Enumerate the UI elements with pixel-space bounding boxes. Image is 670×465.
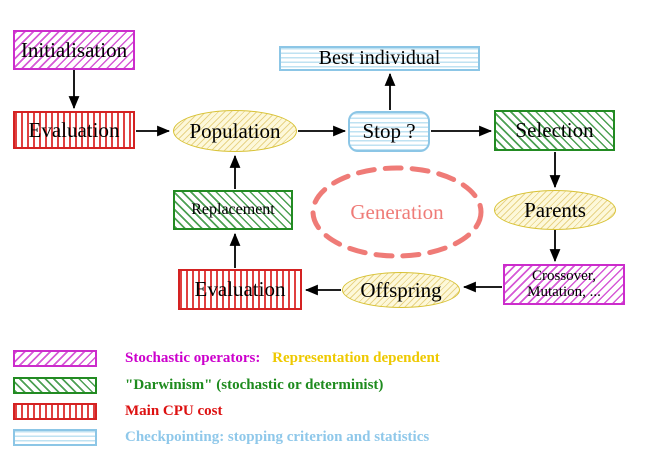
node-selection-label: Selection: [515, 118, 594, 143]
legend-swatch-red-stripes: [13, 403, 97, 420]
node-replacement: Replacement: [173, 190, 293, 230]
legend-item-darwinism: "Darwinism" (stochastic or determinist): [13, 377, 383, 394]
legend-cpu-text: Main CPU cost: [125, 403, 223, 419]
node-stop: Stop ?: [348, 111, 430, 152]
node-offspring-label: Offspring: [360, 277, 442, 302]
crossover-line2: Mutation, ...: [527, 283, 601, 300]
node-evaluation-bottom: Evaluation: [178, 269, 302, 310]
node-parents: Parents: [494, 190, 616, 230]
crossover-line1: Crossover,: [532, 267, 596, 284]
node-initialisation: Initialisation: [13, 30, 135, 70]
node-initialisation-label: Initialisation: [20, 37, 128, 62]
node-population: Population: [173, 110, 297, 152]
node-selection: Selection: [494, 110, 615, 151]
generation-text: Generation: [350, 199, 444, 224]
generation-cycle-label: Generation: [313, 168, 481, 256]
legend-swatch-green-hatch: [13, 377, 97, 394]
node-crossover-mutation: Crossover, Mutation, ...: [503, 264, 625, 305]
node-offspring: Offspring: [342, 272, 460, 308]
legend-checkpointing-text: Checkpointing: stopping criterion and st…: [125, 429, 430, 445]
node-parents-label: Parents: [524, 197, 586, 222]
legend-item-checkpointing: Checkpointing: stopping criterion and st…: [13, 429, 429, 446]
legend-stochastic-secondary: Representation dependent: [272, 350, 440, 366]
legend-swatch-cyan-lines: [13, 429, 97, 446]
node-crossover-mutation-label: Crossover, Mutation, ...: [527, 267, 601, 301]
node-population-label: Population: [189, 118, 281, 143]
legend-swatch-magenta-hatch: [13, 350, 97, 367]
legend-item-stochastic-operators: Stochastic operators: Representation dep…: [13, 350, 440, 367]
node-replacement-label: Replacement: [191, 200, 275, 218]
node-evaluation-top-label: Evaluation: [28, 117, 120, 142]
legend-text-stochastic: Stochastic operators: Representation dep…: [125, 350, 440, 367]
legend-stochastic-primary: Stochastic operators:: [125, 350, 261, 366]
node-best-individual: Best individual: [279, 46, 480, 71]
node-best-individual-label: Best individual: [318, 47, 441, 69]
node-evaluation-bottom-label: Evaluation: [194, 277, 286, 302]
node-stop-label: Stop ?: [362, 119, 416, 144]
legend-item-main-cpu-cost: Main CPU cost: [13, 403, 223, 420]
legend-darwinism-text: "Darwinism" (stochastic or determinist): [125, 377, 384, 393]
node-evaluation-top: Evaluation: [13, 111, 135, 149]
